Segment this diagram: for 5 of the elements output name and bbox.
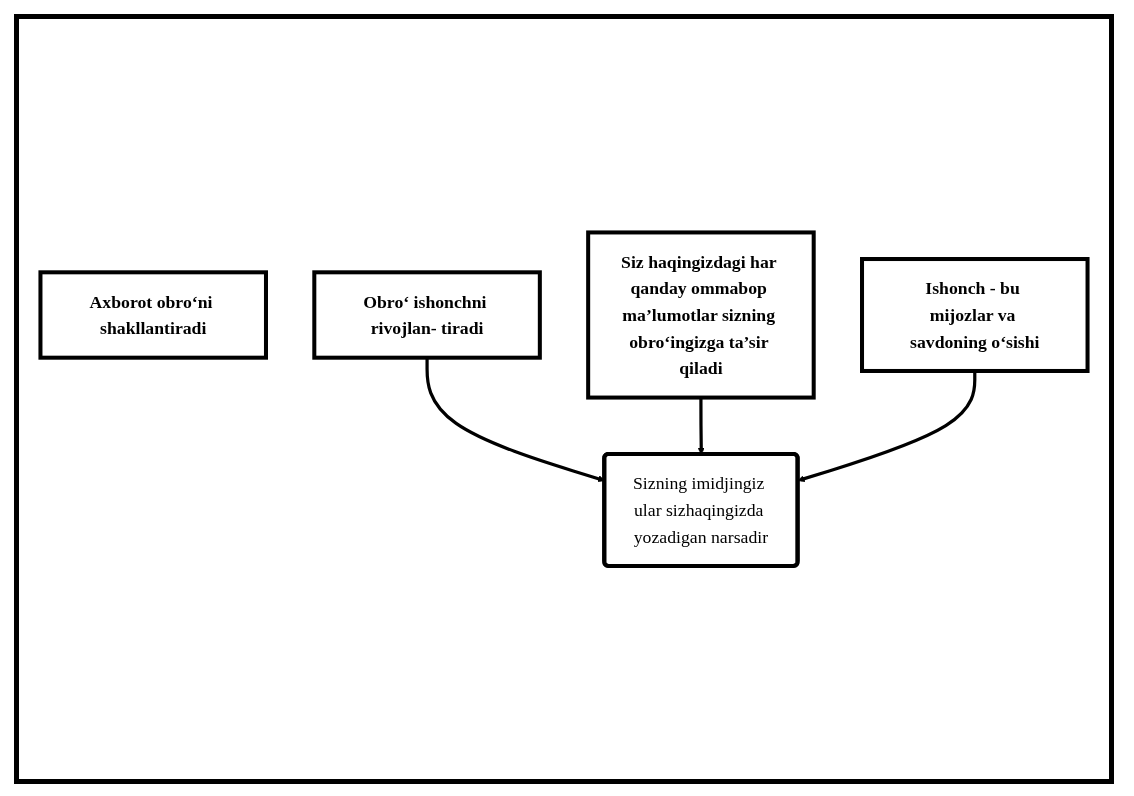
- page-frame: Axborot obro‘ni shakllantiradi Obro‘ ishonchni rivojlan- tiradi Siz haqingizdagi har qanday ommabop ma’lumotlar sizning obro‘ingizga ta’sir qiladi Sizning imidjingiz ular sizhaqingizda yozadigan narsadir Ishonch - bu mijozlar va savdoning o‘sishi: [14, 14, 1114, 784]
- node-box: [312, 270, 542, 360]
- node-box: [38, 270, 268, 360]
- node-box: [586, 230, 816, 400]
- node-box: [860, 256, 1090, 373]
